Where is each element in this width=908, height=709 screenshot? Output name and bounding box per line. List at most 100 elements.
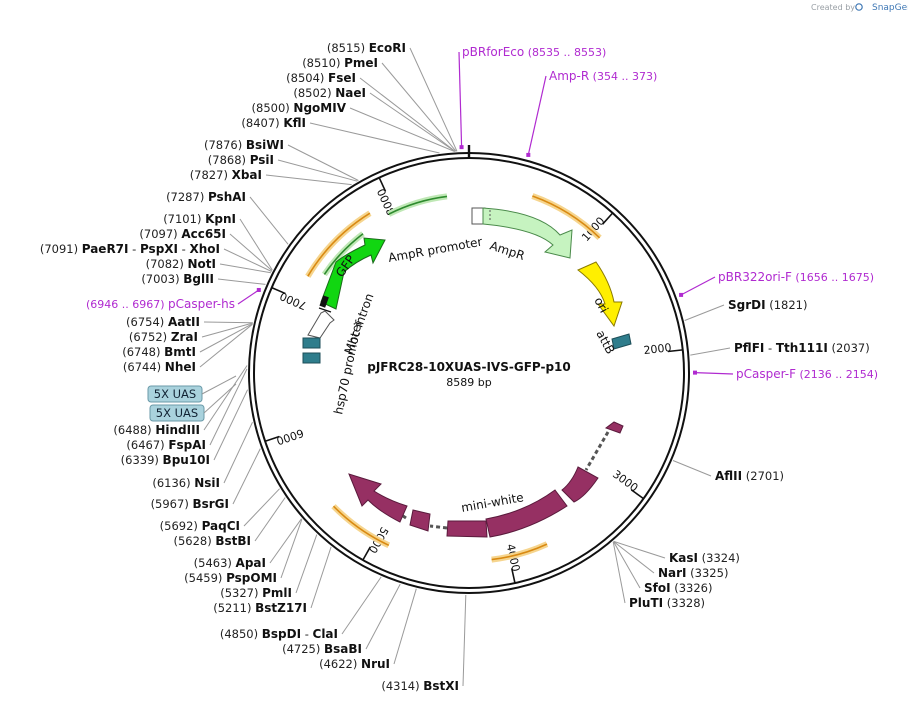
site-bglii[interactable]: (7003) BglII — [141, 272, 214, 286]
site-xbai[interactable]: (7827) XbaI — [190, 168, 262, 182]
leader-line — [369, 92, 456, 152]
site-kpni[interactable]: (7101) KpnI — [163, 212, 236, 226]
site-ecori[interactable]: (8515) EcoRI — [327, 41, 406, 55]
gfp-feature-arrow — [320, 237, 386, 310]
site-nhei[interactable]: (6744) NheI — [123, 360, 196, 374]
site-bsiwi[interactable]: (7876) BsiWI — [204, 138, 284, 152]
site-label: (8500) NgoMIV — [252, 101, 347, 115]
leader-line — [203, 321, 253, 324]
site-pmei[interactable]: (8510) PmeI — [302, 56, 378, 70]
leader-line — [265, 174, 352, 186]
mini-white-exon-4 — [446, 520, 488, 538]
leader-line — [219, 263, 271, 274]
site-fsei[interactable]: (8504) FseI — [286, 71, 356, 85]
leader-line — [280, 519, 303, 579]
site-nsii[interactable]: (6136) NsiI — [152, 476, 220, 490]
leader-line — [613, 541, 655, 574]
label-ampr-promoter: AmpR promoter — [387, 235, 483, 265]
site-nrui[interactable]: (4622) NruI — [319, 657, 390, 671]
leader-line — [341, 576, 382, 635]
primer-pbr322ori-f[interactable]: pBR322ori-F (1656 .. 1675) — [679, 270, 874, 297]
mini-white-exon-1 — [604, 421, 624, 434]
site-pspomi[interactable]: (5459) PspOMI — [184, 571, 277, 585]
leader-line — [409, 47, 458, 152]
green-arc-8000 — [387, 193, 448, 217]
site-sgrdi[interactable]: SgrDI (1821) — [728, 298, 807, 312]
site-pmli[interactable]: (5327) PmlI — [220, 586, 292, 600]
primer-pbrforeco[interactable]: pBRforEco (8535 .. 8553) — [458, 45, 606, 150]
site-pluti[interactable]: PluTI (3328) — [629, 596, 705, 610]
site-label: (7876) BsiWI — [204, 138, 284, 152]
site-fspai[interactable]: (6467) FspAI — [126, 438, 206, 452]
site-label: (5327) PmlI — [220, 586, 292, 600]
site-bstbi[interactable]: (5628) BstBI — [173, 534, 251, 548]
leader-line — [199, 323, 253, 368]
site-acc65i[interactable]: (7097) Acc65I — [139, 227, 226, 241]
label-ampr: AmpR — [488, 239, 526, 263]
site-naei[interactable]: (8502) NaeI — [293, 86, 366, 100]
site-bstxi[interactable]: (4314) BstXI — [381, 679, 459, 693]
leader-line — [213, 389, 249, 461]
site-bsrgi[interactable]: (5967) BsrGI — [151, 497, 229, 511]
leader-line — [310, 546, 332, 609]
site-bmti[interactable]: (6748) BmtI — [122, 345, 196, 359]
site-label: (8510) PmeI — [302, 56, 378, 70]
leader-line — [217, 278, 266, 285]
site-paer7i[interactable]: (7091) PaeR7I - PspXI - XhoI — [40, 242, 220, 256]
site-label: (7003) BglII — [141, 272, 214, 286]
teal-box-1 — [302, 337, 321, 349]
site-bspdi[interactable]: (4850) BspDI - ClaI — [220, 627, 338, 641]
mini-white-exon-5 — [409, 509, 431, 532]
site-paqci[interactable]: (5692) PaqCI — [160, 519, 240, 533]
site-ngomiv[interactable]: (8500) NgoMIV — [252, 101, 347, 115]
site-apai[interactable]: (5463) ApaI — [194, 556, 266, 570]
site-sfoi[interactable]: SfoI (3326) — [644, 581, 712, 595]
site-kfli[interactable]: (8407) KflI — [241, 116, 306, 130]
mini-white-exon-2 — [561, 466, 599, 503]
primer-amp-r[interactable]: Amp-R (354 .. 373) — [526, 69, 657, 157]
site-label: KasI (3324) — [669, 551, 740, 565]
site-bsabi[interactable]: (4725) BsaBI — [282, 642, 362, 656]
site-zrai[interactable]: (6752) ZraI — [129, 330, 198, 344]
attb-feature-box — [611, 333, 632, 350]
leader-line — [209, 368, 248, 446]
site-label: (6488) HindIII — [113, 423, 200, 437]
site-kasi[interactable]: KasI (3324) — [669, 551, 740, 565]
site-label: (6754) AatII — [126, 315, 200, 329]
primer-pcasper-hs[interactable]: (6946 .. 6967) pCasper-hs — [86, 287, 261, 311]
site-label: (7082) NotI — [146, 257, 216, 271]
leader-line — [393, 588, 417, 665]
site-hindiii[interactable]: (6488) HindIII — [113, 423, 200, 437]
site-label: (8502) NaeI — [293, 86, 366, 100]
uas-badge-2-label: 5X UAS — [156, 406, 198, 420]
site-pshai[interactable]: (7287) PshAI — [166, 190, 246, 204]
fragment-arc-5000-line — [332, 505, 390, 547]
site-label: (6748) BmtI — [122, 345, 196, 359]
site-label: (7091) PaeR7I - PspXI - XhoI — [40, 242, 220, 256]
teal-box-2 — [302, 352, 321, 364]
primer-leader — [527, 75, 547, 156]
site-bstz17i[interactable]: (5211) BstZ17I — [213, 601, 307, 615]
site-label: (6136) NsiI — [152, 476, 220, 490]
site-bpu10i[interactable]: (6339) Bpu10I — [121, 453, 210, 467]
snapgene-logo-icon — [855, 3, 863, 11]
site-psii[interactable]: (7868) PsiI — [208, 153, 274, 167]
site-nari[interactable]: NarI (3325) — [658, 566, 728, 580]
site-label: (6467) FspAI — [126, 438, 206, 452]
tick-8000 — [378, 177, 387, 192]
site-aflii[interactable]: AflII (2701) — [715, 469, 784, 483]
leader-line — [365, 583, 401, 650]
site-noti[interactable]: (7082) NotI — [146, 257, 216, 271]
leader-line — [359, 77, 456, 152]
leader-line — [287, 144, 359, 181]
primer-pcasper-f[interactable]: pCasper-F (2136 .. 2154) — [692, 367, 878, 381]
tick-5000 — [362, 546, 371, 561]
site-label: (7868) PsiI — [208, 153, 274, 167]
primer-site-marker — [692, 370, 697, 375]
fragment-arc-4000-line — [491, 543, 548, 561]
leader-line — [243, 488, 280, 527]
label-ori: ori — [591, 295, 611, 315]
site-label: (6752) ZraI — [129, 330, 198, 344]
site-pflfi[interactable]: PflFI - Tth111I (2037) — [734, 341, 870, 355]
site-aatii[interactable]: (6754) AatII — [126, 315, 200, 329]
